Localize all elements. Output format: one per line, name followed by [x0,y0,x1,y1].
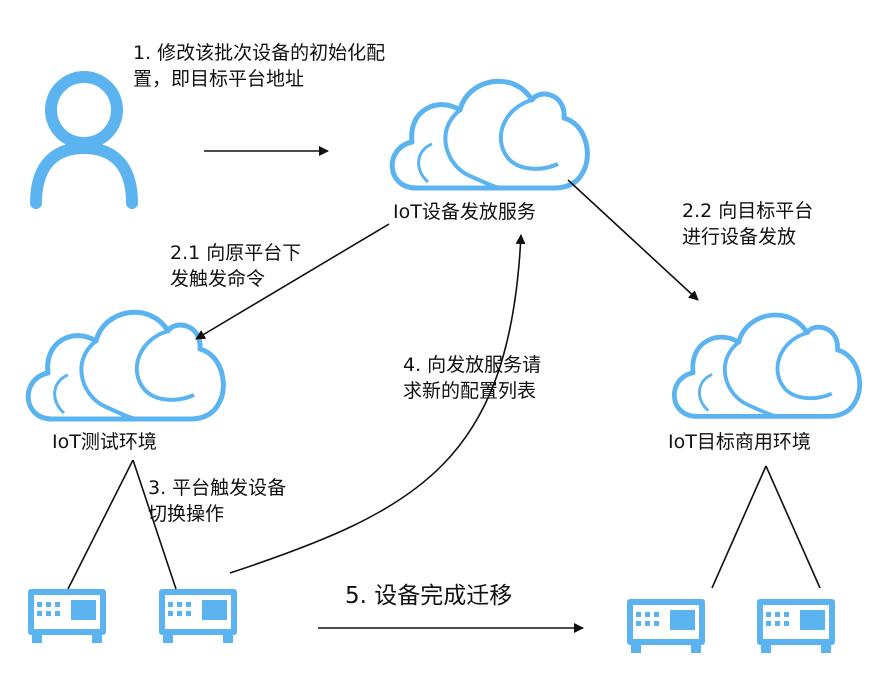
target-device-1-icon [627,599,705,653]
target-env-cloud-icon [674,315,859,416]
user-icon [30,71,138,209]
test-link-2 [132,459,177,590]
target-env-node-label: IoT目标商用环境 [668,431,811,453]
test-device-1-icon [28,589,106,643]
test-env-node-label: IoT测试环境 [52,431,157,453]
arrow-step2-1 [195,223,390,340]
service-cloud-icon [392,81,587,188]
step4-label: 4. 向发放服务请 求新的配置列表 [403,354,542,402]
step5-label: 5. 设备完成迁移 [345,583,513,609]
step2-1-label: 2.1 向原平台下 发触发命令 [170,242,302,290]
test-env-cloud-icon [28,312,223,419]
test-device-2-icon [159,589,237,643]
step3-label: 3. 平台触发设备 切换操作 [148,477,287,525]
target-link-1 [711,465,767,589]
step2-2-label: 2.2 向目标平台 进行设备发放 [682,200,814,248]
arrow-step2-2 [567,179,699,301]
arrow-step4 [229,234,526,574]
step1-label: 1. 修改该批次设备的初始化配 置，即目标平台地址 [133,42,386,90]
target-device-2-icon [757,599,835,653]
service-node-label: IoT设备发放服务 [393,201,536,223]
target-link-2 [765,465,821,589]
test-link-1 [67,459,134,590]
